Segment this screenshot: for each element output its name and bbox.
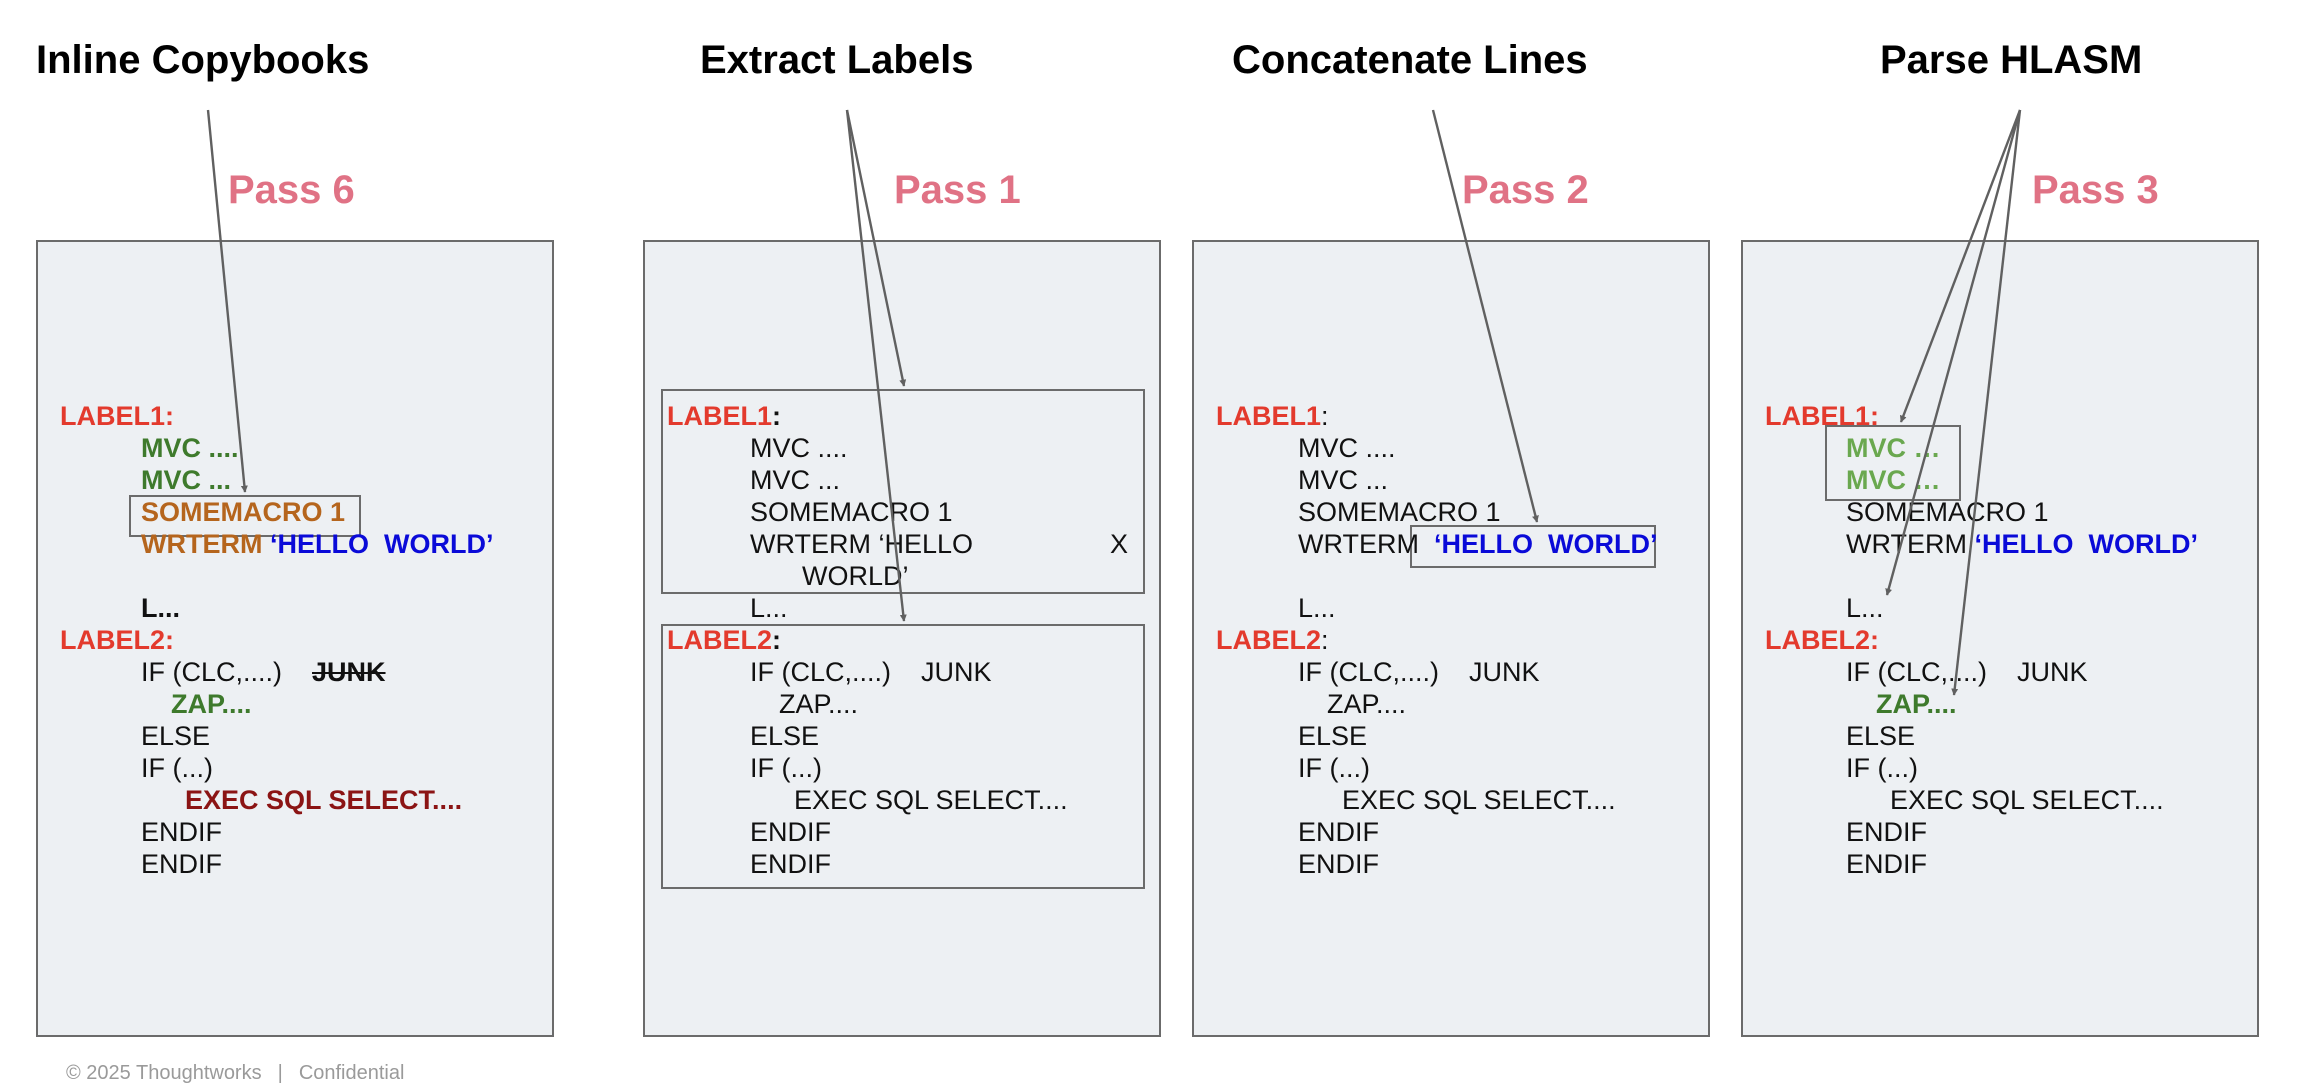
code-world-continuation: WORLD’ (802, 561, 909, 591)
pass-label-3: Pass 3 (2032, 168, 2159, 212)
arrow-concat-to-string (1431, 109, 1539, 523)
code-zap: ZAP.... (1327, 689, 1407, 719)
code-somemacro: SOMEMACRO 1 (1298, 497, 1501, 527)
code-mvc-line: MVC .... (1298, 433, 1396, 463)
code-somemacro: SOMEMACRO 1 (1846, 497, 2049, 527)
pass-label-1: Pass 1 (894, 168, 1021, 212)
code-wrterm: WRTERM ‘HELLO WORLD’ (1846, 529, 2199, 559)
footer-copyright: © 2025 Thoughtworks (66, 1062, 262, 1084)
code-label2: LABEL2: (1216, 625, 1329, 655)
panel-parse-hlasm (1741, 240, 2259, 1037)
code-else: ELSE (750, 721, 820, 751)
arrow-copybooks-to-macro (206, 109, 248, 493)
code-endif: ENDIF (1846, 817, 1927, 847)
code-l-line: L... (141, 593, 180, 623)
code-label1: LABEL1: (1765, 401, 1880, 431)
code-else: ELSE (141, 721, 211, 751)
code-endif: ENDIF (141, 849, 222, 879)
code-if: IF (...) (1846, 753, 1918, 783)
code-label1: LABEL1: (60, 401, 175, 431)
code-l-line: L... (750, 593, 788, 623)
code-endif: ENDIF (141, 817, 222, 847)
code-exec-sql: EXEC SQL SELECT.... (1342, 785, 1616, 815)
heading-parse-hlasm: Parse HLASM (1880, 38, 2143, 82)
footer-confidential: Confidential (298, 1062, 405, 1084)
code-label2: LABEL2: (667, 625, 782, 655)
code-else: ELSE (1298, 721, 1368, 751)
code-somemacro: SOMEMACRO 1 (750, 497, 953, 527)
code-zap: ZAP.... (171, 689, 252, 719)
code-continuation-marker: X (1110, 529, 1129, 559)
heading-inline-copybooks: Inline Copybooks (36, 38, 370, 82)
code-zap: ZAP.... (1876, 689, 1957, 719)
arrow-extract-to-label2 (845, 109, 907, 622)
arrow-extract-to-label1 (845, 109, 907, 387)
code-wrterm: WRTERM ‘HELLO (750, 529, 974, 559)
code-endif: ENDIF (750, 849, 831, 879)
code-if: IF (...) (1298, 753, 1370, 783)
code-else: ELSE (1846, 721, 1916, 751)
code-l-line: L... (1846, 593, 1884, 623)
code-label1: LABEL1: (1216, 401, 1329, 431)
code-mvc-line: MVC ... (1298, 465, 1389, 495)
footer-separator: | (277, 1062, 283, 1084)
code-mvc-line: MVC .... (141, 433, 239, 463)
panel-concatenate-lines (1192, 240, 1710, 1037)
code-if-clc: IF (CLC,....) JUNK (750, 657, 992, 687)
hello-world-string-box (1410, 525, 1656, 568)
pass-label-6: Pass 6 (228, 168, 355, 212)
code-if-clc: IF (CLC,....) JUNK (141, 657, 386, 687)
code-wrterm: WRTERM ‘HELLO WORLD’ (1298, 529, 1658, 559)
code-zap: ZAP.... (779, 689, 859, 719)
label1-block-box (661, 389, 1145, 594)
code-endif: ENDIF (1298, 817, 1379, 847)
panel-inline-copybooks (36, 240, 554, 1037)
code-if: IF (...) (750, 753, 822, 783)
arrow-parse-to-l-line (1885, 109, 2022, 596)
label2-block-box (661, 624, 1145, 889)
code-label2: LABEL2: (1765, 625, 1880, 655)
code-somemacro: SOMEMACRO 1 (141, 497, 346, 527)
code-if-clc: IF (CLC,....) JUNK (1298, 657, 1540, 687)
heading-extract-labels: Extract Labels (700, 38, 974, 82)
pass-label-2: Pass 2 (1462, 168, 1589, 212)
code-endif: ENDIF (1846, 849, 1927, 879)
code-wrterm: WRTERM ‘HELLO WORLD’ (141, 529, 494, 559)
somemacro-highlight-box (129, 495, 361, 537)
code-mvc-line: MVC ... (141, 465, 232, 495)
code-exec-sql: EXEC SQL SELECT.... (794, 785, 1068, 815)
code-endif: ENDIF (750, 817, 831, 847)
code-if-clc: IF (CLC,....) JUNK (1846, 657, 2088, 687)
footer: © 2025 Thoughtworks | Confidential (66, 1062, 404, 1085)
arrow-parse-to-label1 (1899, 109, 2022, 423)
code-if: IF (...) (141, 753, 213, 783)
code-mvc-line: MVC ... (750, 465, 841, 495)
code-mvc-line: MVC .... (750, 433, 848, 463)
code-endif: ENDIF (1298, 849, 1379, 879)
code-exec-sql: EXEC SQL SELECT.... (185, 785, 463, 815)
heading-concatenate-lines: Concatenate Lines (1232, 38, 1588, 82)
code-exec-sql: EXEC SQL SELECT.... (1890, 785, 2164, 815)
code-l-line: L... (1298, 593, 1336, 623)
code-label1: LABEL1: (667, 401, 782, 431)
mvc-statements-box (1825, 425, 1961, 501)
arrow-parse-to-zap (1951, 109, 2022, 696)
code-label2: LABEL2: (60, 625, 175, 655)
